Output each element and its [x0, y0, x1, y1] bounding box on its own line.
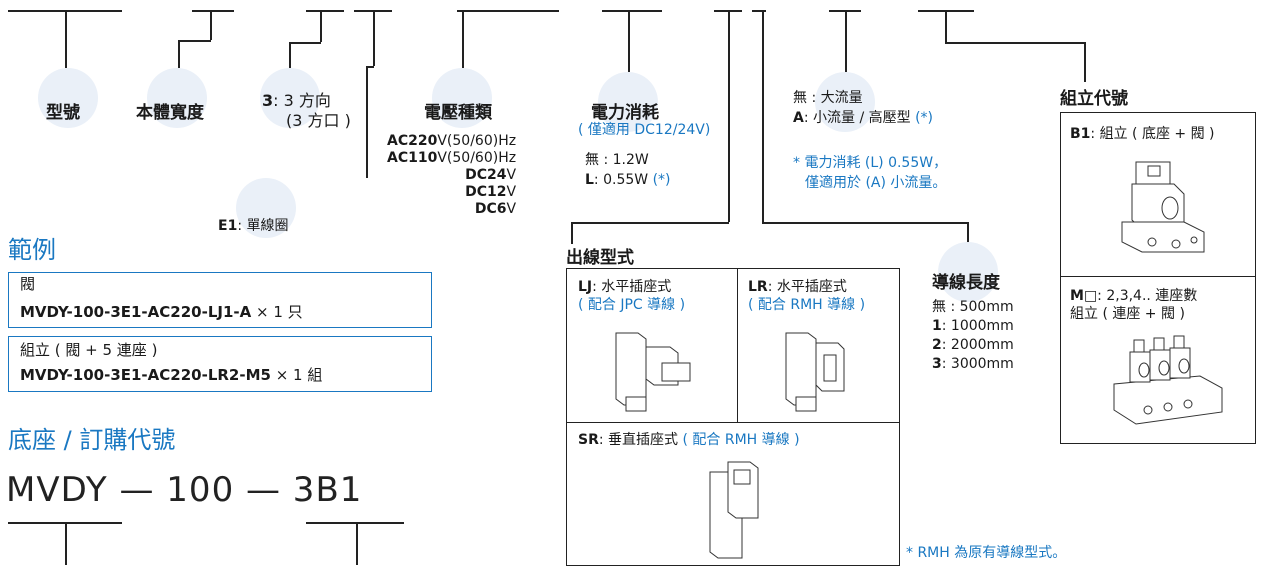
example-1-code: MVDY-100-3E1-AC220-LJ1-A × 1 只	[20, 303, 303, 321]
circle-voltage	[432, 68, 492, 128]
example-2-line1: 組立 ( 閥 + 5 連座 )	[20, 341, 158, 359]
voltage-item-4: DC6V	[474, 201, 517, 217]
example-2-code: MVDY-100-3E1-AC220-LR2-M5 × 1 組	[20, 366, 323, 384]
body-width-label: 本體寬度	[136, 103, 204, 123]
example-box-1	[8, 272, 432, 328]
wire-length-list: 無 : 500mm 1: 1000mm 2: 2000mm 3: 3000mm	[932, 298, 1014, 374]
lr-label: LR: 水平插座式	[748, 279, 847, 295]
sr-connector-illustration	[709, 461, 759, 559]
lj-note: ( 配合 JPC 導線 )	[578, 297, 686, 313]
lr-note: ( 配合 RMH 導線 )	[748, 297, 866, 313]
voltage-item-0: AC220V(50/60)Hz	[387, 133, 517, 149]
wire-length-item-0: 無 : 500mm	[932, 299, 1014, 315]
assembly-box	[1060, 112, 1256, 444]
circle-flow	[815, 72, 875, 132]
flow-a: A: 小流量 / 高壓型 (*)	[793, 110, 934, 126]
lj-label: LJ: 水平插座式	[578, 279, 672, 295]
voltage-item-3: DC12V	[465, 184, 517, 200]
lj-connector-illustration	[615, 332, 691, 412]
circle-direction	[260, 68, 320, 128]
voltage-item-2: DC24V	[465, 167, 517, 183]
example-1-line1: 閥	[20, 275, 36, 293]
wire-length-item-1: 1: 1000mm	[932, 318, 1014, 334]
example-box-2	[8, 336, 432, 392]
rmh-note: * RMH 為原有導線型式。	[906, 545, 1067, 561]
voltage-item-1: AC110V(50/60)Hz	[387, 150, 517, 166]
power-none: 無 : 1.2W	[585, 152, 649, 168]
power-note: ( 僅適用 DC12/24V)	[578, 122, 711, 138]
wire-length-title: 導線長度	[932, 273, 1000, 293]
assembly-title: 組立代號	[1060, 89, 1128, 109]
base-code: MVDY — 100 — 3B1	[6, 470, 363, 510]
circle-power	[598, 72, 658, 132]
wire-type-title: 出線型式	[566, 248, 634, 268]
assembly-m: M□: 2,3,4.. 連座數	[1070, 288, 1198, 304]
assembly-b1: B1: 組立 ( 底座 + 閥 )	[1070, 126, 1215, 142]
flow-note-1: * 電力消耗 (L) 0.55W，	[793, 155, 948, 171]
voltage-list: AC220V(50/60)Hz AC110V(50/60)Hz DC24V DC…	[387, 133, 516, 218]
circle-coil	[236, 178, 296, 238]
voltage-title: 電壓種類	[424, 103, 492, 123]
b1-valve-illustration	[1121, 161, 1205, 253]
flow-note-2: 僅適用於 (A) 小流量。	[805, 175, 947, 191]
base-title: 底座 / 訂購代號	[8, 426, 176, 454]
example-title: 範例	[8, 236, 56, 264]
circle-model	[38, 68, 98, 128]
wire-length-item-2: 2: 2000mm	[932, 337, 1014, 353]
assembly-m-2: 組立 ( 連座 + 閥 )	[1070, 306, 1185, 322]
wire-length-item-3: 3: 3000mm	[932, 356, 1014, 372]
power-l: L: 0.55W (*)	[585, 172, 671, 188]
model-label: 型號	[46, 103, 80, 123]
direction-label: 3: 3 方向	[262, 91, 331, 110]
direction-sub: (3 方口 )	[286, 111, 351, 130]
manifold-illustration	[1113, 335, 1223, 425]
circle-body-width	[147, 68, 207, 128]
circle-wire-length	[938, 242, 998, 302]
coil-label: E1: 單線圈	[218, 218, 289, 234]
lr-connector-illustration	[785, 332, 845, 412]
sr-label: SR: 垂直插座式 ( 配合 RMH 導線 )	[578, 432, 800, 448]
power-title: 電力消耗	[591, 103, 659, 123]
flow-none: 無 : 大流量	[793, 90, 863, 106]
